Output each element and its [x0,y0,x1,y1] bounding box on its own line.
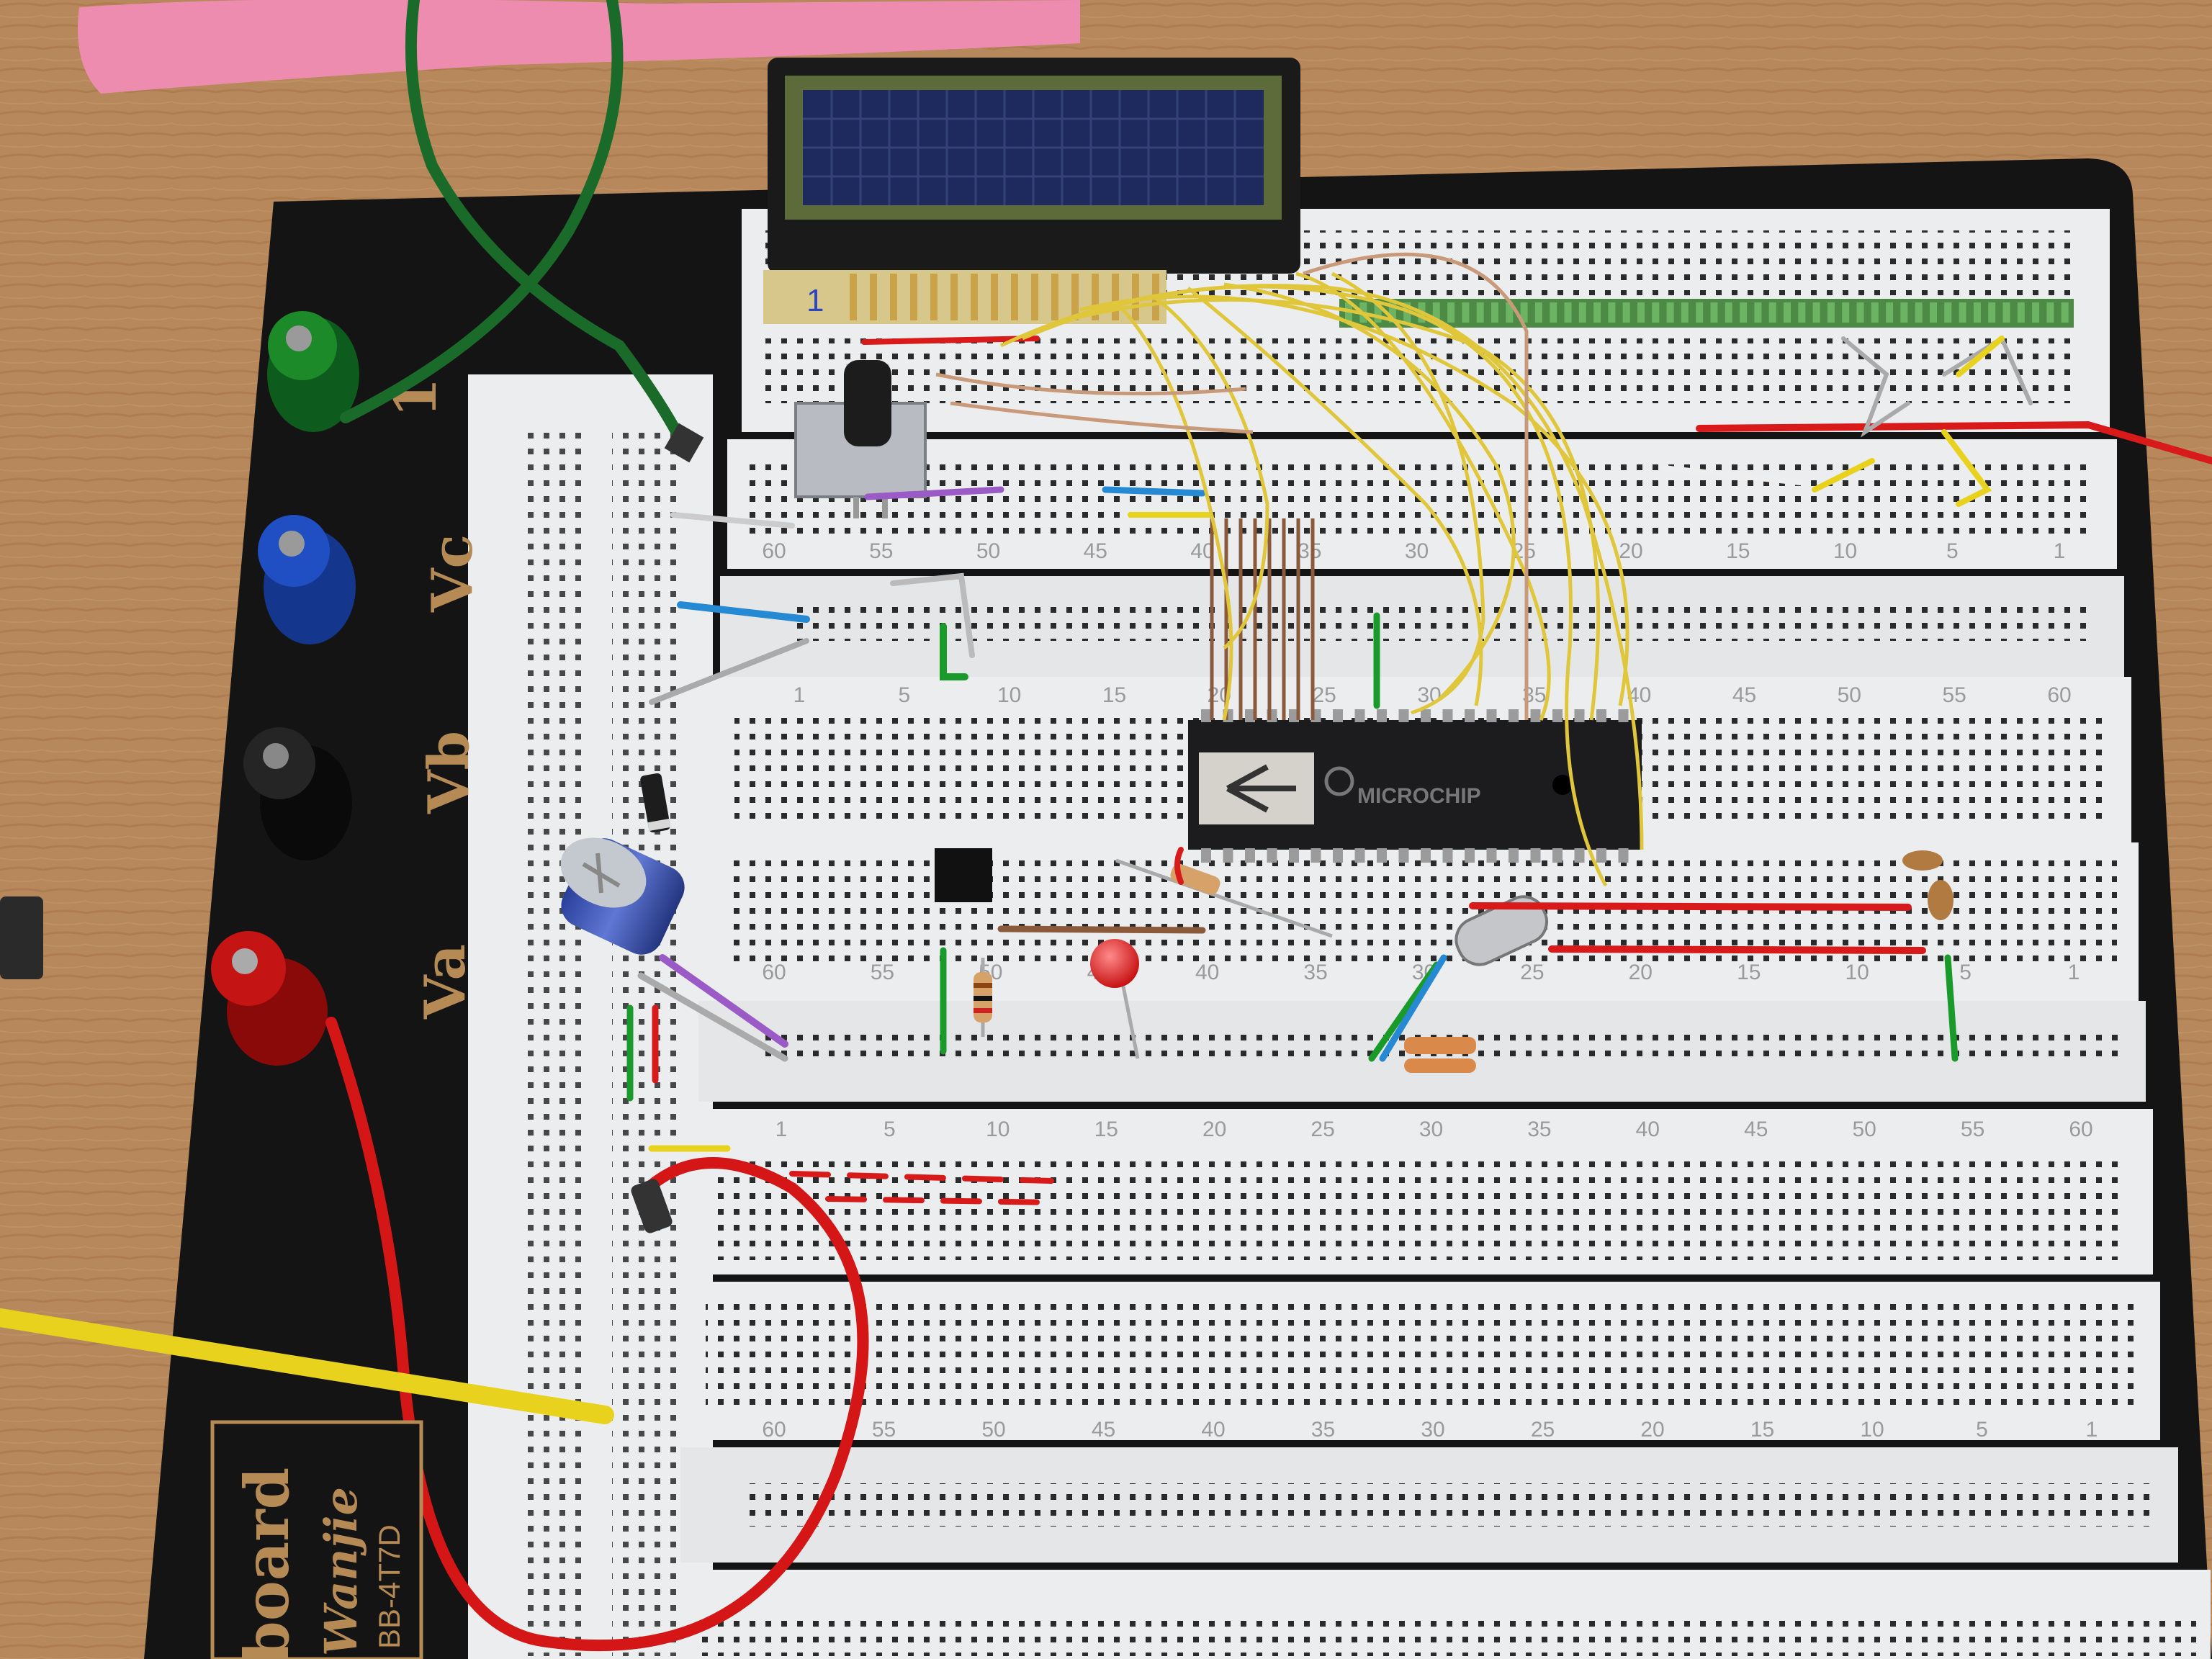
brand-panel: board Wanjie BB-4T7D [210,1420,423,1659]
row-number: 15 [1737,961,1761,984]
microcontroller-ic: MICROCHIP [1188,709,1642,863]
row-number: 45 [1092,1418,1115,1442]
row-number: 5 [1959,961,1972,984]
row-number: 55 [1943,683,1966,707]
row-number: 55 [871,961,894,984]
terminal-label-vb: Vb [416,731,482,814]
row-number: 30 [1417,683,1441,707]
row-number: 60 [762,961,786,984]
row-number: 5 [1946,539,1959,563]
row-number: 40 [1201,1418,1225,1442]
row-number: 15 [1726,539,1750,563]
row-number: 15 [1750,1418,1774,1442]
row-number: 10 [1845,961,1869,984]
diode [640,773,671,833]
row-number: 5 [884,1118,896,1141]
row-number: 1 [2068,961,2080,984]
row-number: 25 [1310,1118,1334,1141]
row-number: 45 [1084,539,1107,563]
lcd-wire-bundle [935,252,1644,887]
row-number: 1 [2086,1418,2098,1442]
row-number: 55 [1961,1118,1984,1141]
row-number: 20 [1629,961,1653,984]
brand-maker: Wanjie [315,1487,367,1656]
chip-maker-logo: MICROCHIP [1357,784,1481,808]
row-number: 30 [1419,1118,1443,1141]
resistor-vertical [974,958,992,1037]
pink-foam [78,0,1080,94]
row-number: 60 [2069,1118,2092,1141]
row-number: 60 [762,1418,786,1442]
row-number: 10 [986,1118,1010,1141]
row-number: 35 [1527,1118,1551,1141]
row-number: 1 [775,1118,788,1141]
jumper-wires [626,335,2212,1205]
row-number: 45 [1732,683,1756,707]
row-number: 25 [1531,1418,1555,1442]
terminal-post-blue: Vc [258,515,485,644]
row-number: 40 [1636,1118,1660,1141]
terminal-post-green: 1 [267,311,449,432]
row-number: 15 [1102,683,1126,707]
row-number: 35 [1303,961,1327,984]
ceramic-capacitors [1902,850,1954,920]
row-number: 20 [1202,1118,1226,1141]
terminal-label-va: Va [413,944,478,1020]
lcd-pin1-label: 1 [806,283,824,318]
row-number: 50 [1838,683,1861,707]
yellow-power-cable [0,1308,614,1424]
row-number: 10 [997,683,1021,707]
row-number: 35 [1298,539,1321,563]
terminal-post-red: Va [211,931,478,1066]
row-number: 15 [1094,1118,1118,1141]
brand-model: BB-4T7D [372,1524,406,1649]
row-number: 45 [1744,1118,1768,1141]
row-numbers-bottom: 60 55 50 45 40 35 30 25 20 15 10 5 1 [762,1418,2098,1442]
row-number: 10 [1860,1418,1884,1442]
row-number: 20 [1640,1418,1664,1442]
row-number: 1 [2054,539,2066,563]
row-number: 55 [872,1418,896,1442]
potentiometer-knob [844,360,891,446]
row-number: 25 [1520,961,1544,984]
row-number: 50 [1853,1118,1876,1141]
potentiometer [794,360,927,518]
red-power-cable [325,1017,869,1652]
lcd-module: 1 [763,58,1300,324]
row-number: 25 [1313,683,1336,707]
row-number: 30 [1421,1418,1444,1442]
row-number: 30 [1405,539,1429,563]
row-number: 55 [869,539,893,563]
loose-component [0,896,43,979]
transistor [935,848,992,902]
brand-name: board [231,1467,302,1659]
power-terminals: 1 Vc Vb Va [211,311,485,1066]
orange-resistor [1404,1037,1476,1073]
terminal-label-vc: Vc [420,534,485,613]
row-number: 50 [976,539,1000,563]
row-number: 5 [898,683,910,707]
row-number: 20 [1619,539,1642,563]
row-number: 1 [793,683,806,707]
row-number: 60 [2047,683,2071,707]
electrolytic-capacitor [560,837,685,955]
red-led [1090,939,1140,1059]
terminal-post-black: Vb [243,727,482,860]
row-number: 50 [981,1418,1005,1442]
row-number: 10 [1833,539,1857,563]
resistor-angled [1115,858,1333,938]
row-number: 5 [1976,1418,1988,1442]
row-number: 35 [1311,1418,1335,1442]
green-power-cable [340,0,690,452]
row-number: 60 [762,539,786,563]
green-header-strip [1339,299,2074,328]
row-number: 40 [1195,961,1219,984]
